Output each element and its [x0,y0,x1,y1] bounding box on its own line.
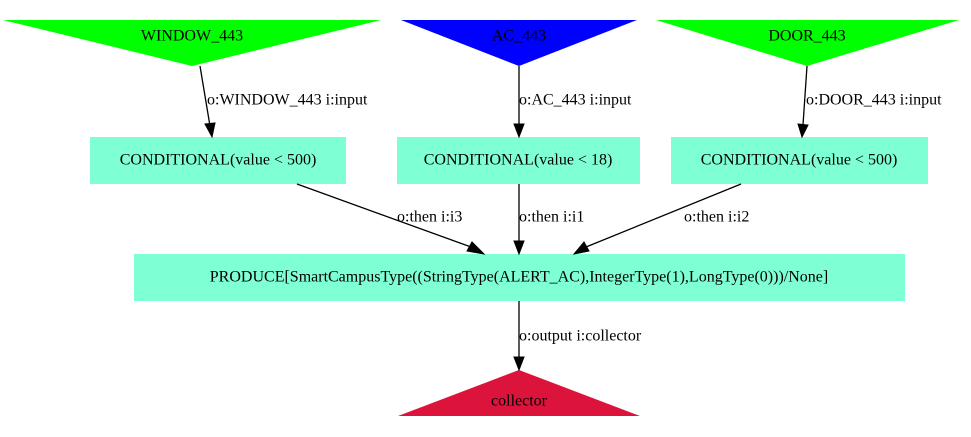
edge-condac-to-produce: o:then i:i1 [513,184,584,256]
edge-line [585,183,742,248]
arrowhead-icon [797,123,809,139]
edge-label-ac-input: o:AC_443 i:input [519,92,632,109]
edge-label-window-input: o:WINDOW_443 i:input [207,92,368,109]
edge-line [296,183,472,248]
arrowhead-icon [513,123,525,139]
edge-condwindow-to-produce: o:then i:i3 [296,183,486,255]
edge-label-door-input: o:DOOR_443 i:input [806,92,942,109]
arrowhead-icon [204,122,216,139]
edge-ac-to-conditional: o:AC_443 i:input [513,66,632,139]
arrowhead-icon [513,356,525,372]
conditional-ac-label: CONDITIONAL(value < 18) [424,152,613,169]
conditional-ac-box [397,137,640,184]
edge-produce-to-collector: o:output i:collector [513,301,642,372]
door-443-shape [656,20,959,66]
arrowhead-icon [572,241,590,255]
node-conditional-door: CONDITIONAL(value < 500) [671,137,928,184]
node-window-443: WINDOW_443 [3,20,381,66]
edge-label-then-i3: o:then i:i3 [397,209,462,226]
arrowhead-icon [513,240,525,256]
edge-label-then-i1: o:then i:i1 [519,209,584,226]
edge-door-to-conditional: o:DOOR_443 i:input [797,65,942,139]
edge-window-to-conditional: o:WINDOW_443 i:input [199,65,368,139]
edge-line [802,65,808,126]
arrowhead-icon [466,241,486,255]
door-443-label: DOOR_443 [768,28,845,45]
node-door-443: DOOR_443 [656,20,959,66]
edge-conddoor-to-produce: o:then i:i2 [572,183,749,255]
window-443-shape [3,20,381,66]
ac-443-shape [401,20,637,66]
produce-box [134,254,905,301]
node-conditional-window: CONDITIONAL(value < 500) [90,137,346,184]
conditional-door-box [671,137,928,184]
conditional-window-box [90,137,346,184]
collector-label: collector [491,393,548,410]
conditional-window-label: CONDITIONAL(value < 500) [120,152,317,169]
edge-label-then-i2: o:then i:i2 [684,209,749,226]
produce-label: PRODUCE[SmartCampusType((StringType(ALER… [210,269,828,286]
edge-label-output-collector: o:output i:collector [519,328,642,345]
ac-443-label: AC_443 [492,28,546,45]
collector-shape [398,370,640,416]
node-ac-443: AC_443 [401,20,637,66]
node-collector: collector [398,370,640,416]
conditional-door-label: CONDITIONAL(value < 500) [701,152,898,169]
node-produce: PRODUCE[SmartCampusType((StringType(ALER… [134,254,905,301]
node-conditional-ac: CONDITIONAL(value < 18) [397,137,640,184]
window-443-label: WINDOW_443 [141,28,243,45]
edge-line [199,65,211,127]
